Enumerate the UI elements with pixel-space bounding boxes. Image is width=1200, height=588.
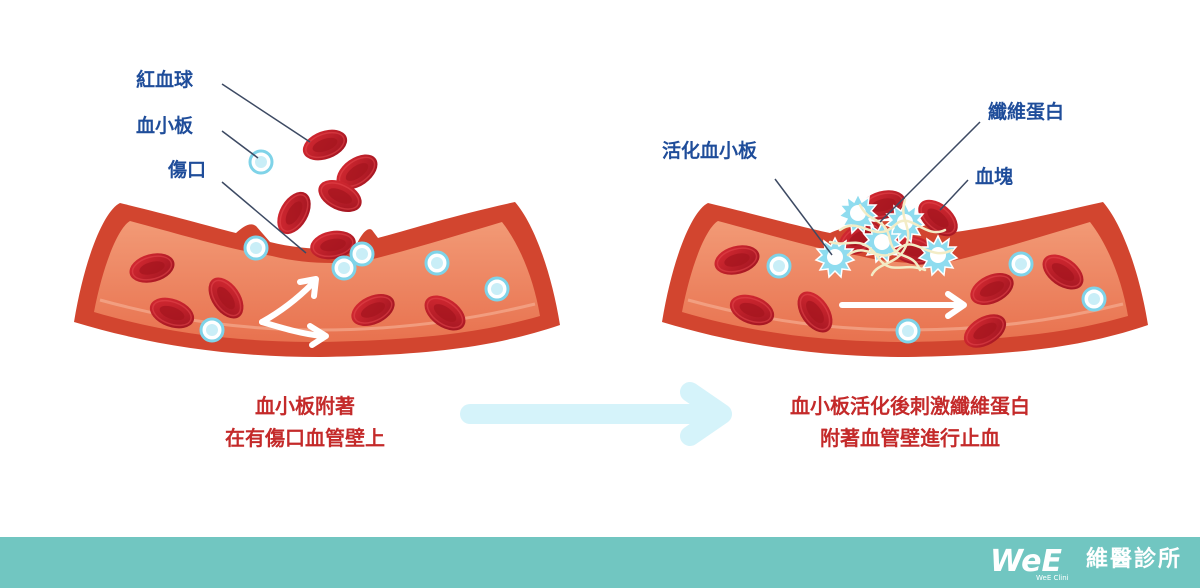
platelet — [243, 235, 269, 261]
red-blood-cell — [297, 123, 353, 167]
platelet — [766, 253, 792, 279]
label-wound: 傷口 — [168, 159, 207, 181]
left-caption: 血小板附著 在有傷口血管壁上 — [180, 390, 430, 454]
label-platelet: 血小板 — [136, 115, 194, 137]
brand-name: 維醫診所 — [1085, 547, 1182, 572]
right-flow-arrow — [839, 291, 967, 319]
left-caption-line-1: 血小板附著 — [255, 394, 355, 418]
right-caption-line-2: 附著血管壁進行止血 — [820, 426, 1000, 450]
platelet — [424, 250, 450, 276]
right-caption: 血小板活化後刺激纖維蛋白 附著血管壁進行止血 — [760, 390, 1060, 454]
label-fibrin: 纖維蛋白 — [988, 101, 1065, 123]
footer-bar: WeE WeE Clinic 維醫診所 — [0, 537, 1200, 588]
platelet — [349, 241, 375, 267]
left-caption-line-2: 在有傷口血管壁上 — [225, 426, 385, 450]
brand-logo-mark: WeE — [990, 544, 1063, 579]
platelet — [1081, 286, 1107, 312]
platelet — [895, 318, 921, 344]
right-blood-vessel — [662, 202, 1148, 357]
label-clot: 血塊 — [975, 166, 1014, 188]
blood-clot — [815, 184, 966, 278]
right-vessel-lumen — [682, 221, 1128, 342]
platelet — [199, 317, 225, 343]
right-caption-line-1: 血小板活化後刺激纖維蛋白 — [790, 394, 1030, 418]
platelet — [484, 276, 510, 302]
label-activated-platelet: 活化血小板 — [662, 140, 758, 162]
right-pointer-lines — [774, 121, 981, 256]
process-arrow — [460, 382, 732, 446]
brand-logo: WeE WeE Clinic — [990, 544, 1068, 582]
fibrin-strands — [828, 198, 954, 277]
label-red-blood-cell: 紅血球 — [136, 69, 194, 91]
brand-logo-subtext: WeE Clinic — [1036, 574, 1068, 582]
red-blood-cell — [269, 185, 319, 241]
left-flow-arrows — [259, 276, 329, 348]
left-pointer-lines — [221, 83, 311, 254]
platelet — [1008, 251, 1034, 277]
